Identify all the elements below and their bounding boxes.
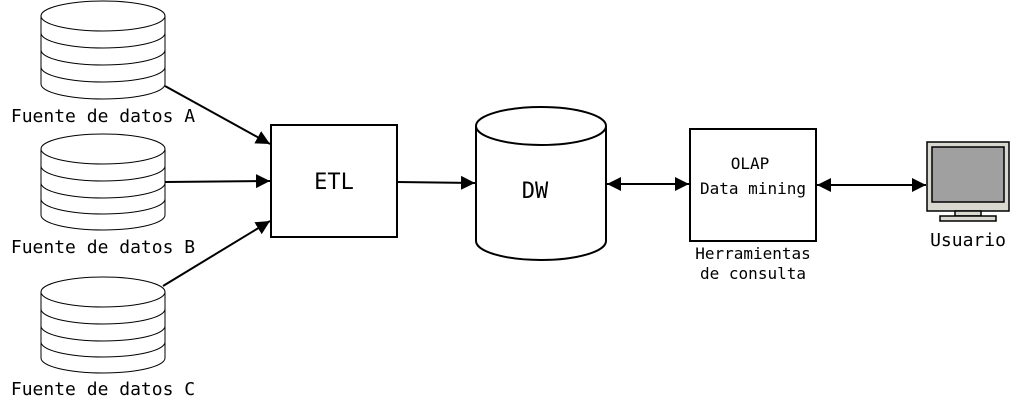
source-b-database-icon bbox=[40, 133, 166, 231]
source-c-label: Fuente de datos C bbox=[11, 379, 195, 400]
query-tools-box bbox=[689, 128, 817, 242]
query-tools-caption-line-1: Herramientas bbox=[695, 244, 811, 263]
source-a-database-icon bbox=[40, 0, 166, 100]
source-a-label: Fuente de datos A bbox=[11, 106, 195, 127]
dw-cylinder-icon bbox=[475, 106, 607, 261]
source-c-database-icon bbox=[40, 276, 166, 374]
query-tools-caption-line-2: de consulta bbox=[700, 264, 806, 283]
etl-label: ETL bbox=[314, 170, 354, 195]
etl-box bbox=[270, 124, 398, 238]
data-mining-label: Data mining bbox=[700, 179, 806, 198]
dw-label: DW bbox=[522, 179, 549, 204]
user-label: Usuario bbox=[930, 230, 1006, 251]
edge-source-c-to-etl bbox=[162, 220, 271, 287]
olap-label: OLAP bbox=[731, 154, 770, 173]
edge-source-b-to-etl bbox=[164, 174, 271, 189]
source-b-label: Fuente de datos B bbox=[11, 237, 195, 258]
monitor-icon bbox=[926, 141, 1010, 222]
edge-source-a-to-etl bbox=[164, 85, 271, 145]
edge-etl-to-dw bbox=[396, 175, 476, 190]
